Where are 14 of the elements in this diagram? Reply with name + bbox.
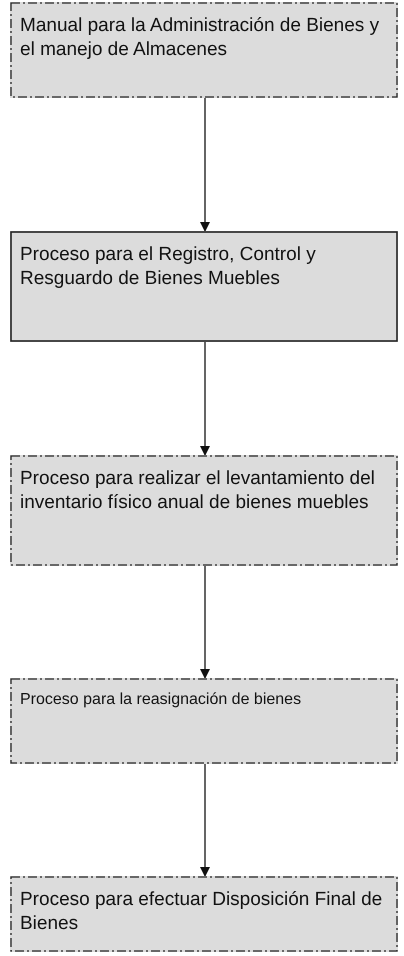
box-text: Proceso para el Registro, Control y Resguardo de Bienes Muebles <box>20 243 317 290</box>
process-box <box>10 231 398 342</box>
process-box <box>10 678 398 764</box>
box-text: Manual para la Administración de Bienes y el manejo de Almacenes <box>20 14 380 62</box>
box-text: Proceso para realizar el levantamiento del inventario físico anual de bienes muebles <box>20 467 376 514</box>
box-text: Proceso para efectuar Disposición Final de Bienes <box>20 888 384 936</box>
process-box <box>10 455 398 566</box>
arrow <box>200 566 210 679</box>
arrow <box>200 764 210 877</box>
process-box <box>10 2 398 98</box>
arrow <box>200 98 210 232</box>
arrow <box>200 342 210 456</box>
process-box <box>10 876 398 952</box>
box-text: Proceso para la reasignación de bienes <box>20 690 302 710</box>
